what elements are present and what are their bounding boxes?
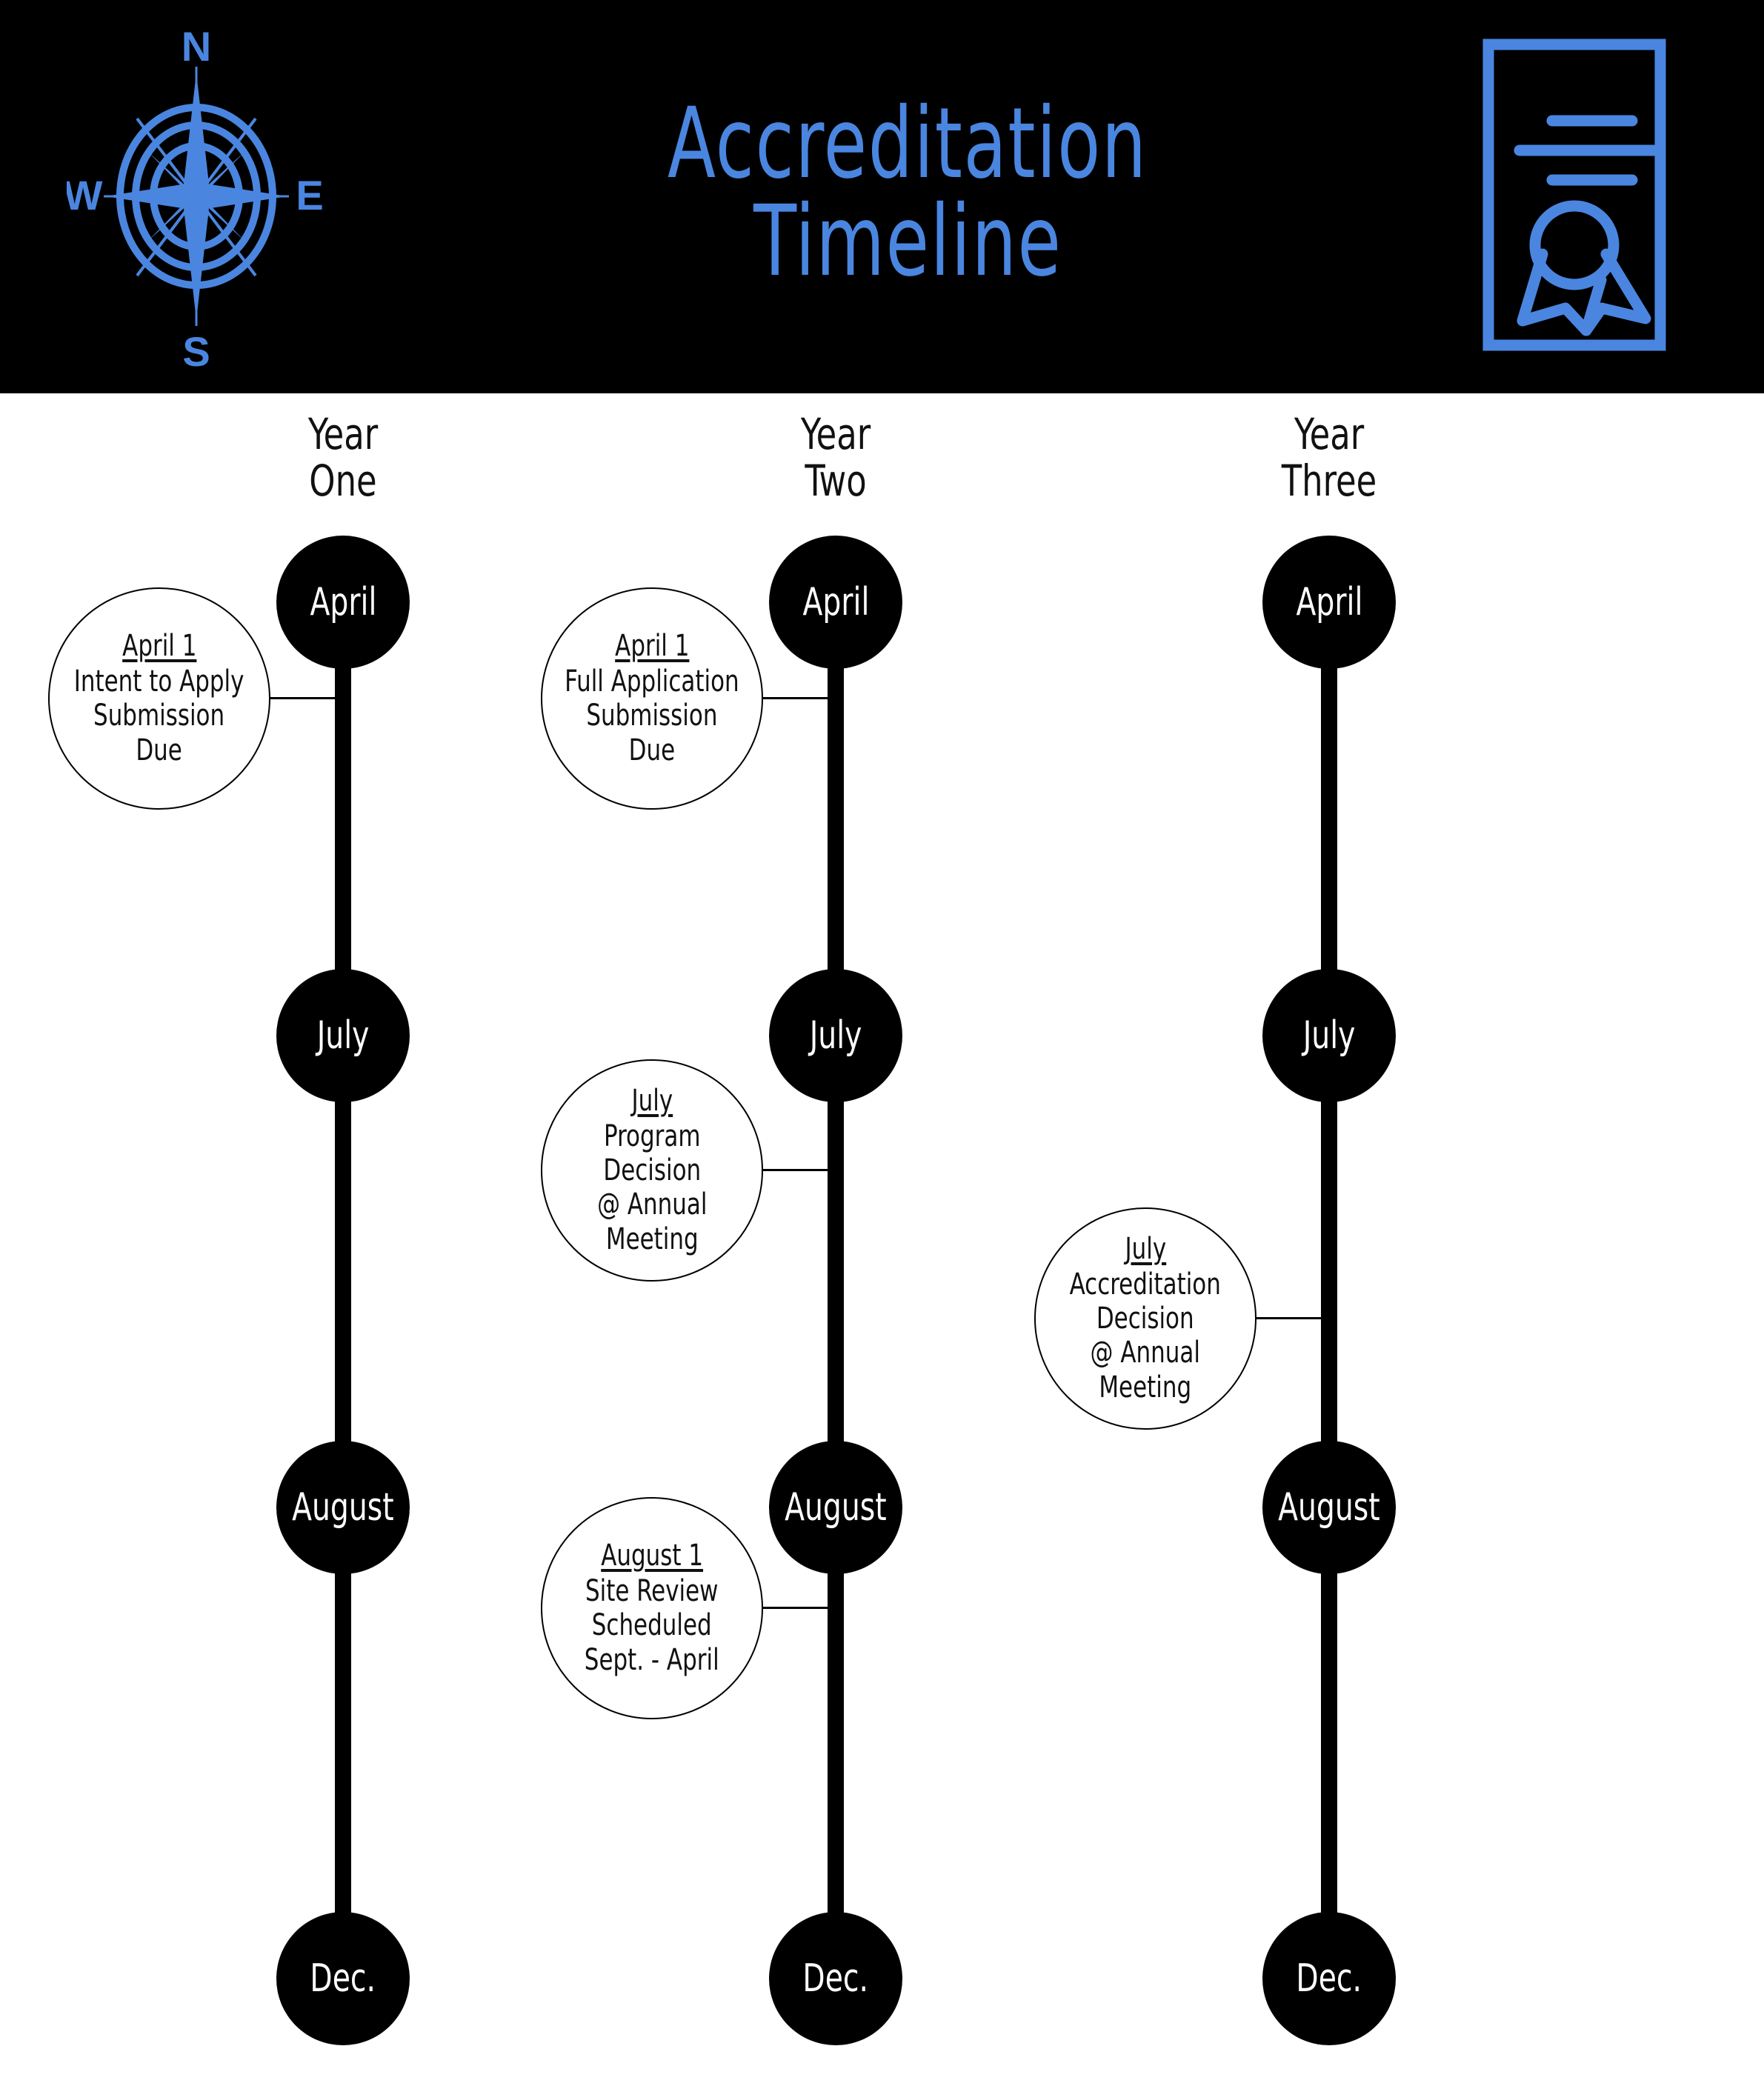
- callout-heading: April 1: [122, 629, 197, 664]
- node-dec[interactable]: Dec.: [276, 1912, 410, 2045]
- callout-body: Full Application Submission Due: [565, 664, 739, 767]
- callout-body: Site Review Scheduled Sept. - April: [585, 1573, 719, 1677]
- node-april[interactable]: April: [1262, 536, 1396, 669]
- title-line-1: Accreditation: [668, 87, 1148, 201]
- node-label: Dec.: [802, 1956, 869, 2001]
- year-header-three: Year Three: [1281, 409, 1377, 506]
- node-april[interactable]: April: [276, 536, 410, 669]
- node-july[interactable]: July: [769, 969, 902, 1102]
- callout-body: Accreditation Decision @ Annual Meeting: [1069, 1267, 1222, 1404]
- year-header-one: Year One: [307, 409, 379, 506]
- node-july[interactable]: July: [276, 969, 410, 1102]
- callout-heading: July: [1125, 1231, 1166, 1266]
- node-august[interactable]: August: [276, 1441, 410, 1574]
- callout-august-site-review[interactable]: August 1 Site Review Scheduled Sept. - A…: [541, 1497, 763, 1719]
- node-label: July: [809, 1013, 862, 1058]
- node-label: Dec.: [310, 1956, 376, 2001]
- timeline-spine: [1321, 602, 1337, 1979]
- timeline-body: Year One April July August Dec. April 1 …: [0, 393, 1764, 2086]
- callout-heading: August 1: [601, 1539, 703, 1573]
- callout-heading: July: [631, 1083, 673, 1118]
- callout-heading: April 1: [614, 629, 690, 664]
- node-dec[interactable]: Dec.: [1262, 1912, 1396, 2045]
- callout-april-intent[interactable]: April 1 Intent to Apply Submission Due: [48, 587, 270, 810]
- node-july[interactable]: July: [1262, 969, 1396, 1102]
- node-dec[interactable]: Dec.: [769, 1912, 902, 2045]
- node-label: Dec.: [1296, 1956, 1362, 2001]
- node-august[interactable]: August: [1262, 1441, 1396, 1574]
- node-label: August: [785, 1485, 887, 1530]
- compass-rose-icon: N S W E: [67, 15, 326, 378]
- svg-text:E: E: [296, 172, 323, 219]
- node-april[interactable]: April: [769, 536, 902, 669]
- year-header-two: Year Two: [800, 409, 871, 506]
- certificate-award-icon: [1456, 36, 1693, 354]
- timeline-spine: [828, 602, 844, 1979]
- callout-body: Program Decision @ Annual Meeting: [596, 1119, 708, 1256]
- callout-july-program-decision[interactable]: July Program Decision @ Annual Meeting: [541, 1059, 763, 1282]
- callout-july-accreditation-decision[interactable]: July Accreditation Decision @ Annual Mee…: [1034, 1207, 1257, 1430]
- header-band: N S W E: [0, 0, 1764, 393]
- title-line-2: Timeline: [753, 184, 1062, 299]
- callout-body: Intent to Apply Submission Due: [74, 664, 244, 767]
- svg-text:W: W: [67, 172, 103, 219]
- svg-text:S: S: [182, 328, 210, 375]
- callout-april-full-application[interactable]: April 1 Full Application Submission Due: [541, 587, 763, 810]
- node-label: August: [292, 1485, 394, 1530]
- svg-text:N: N: [182, 23, 211, 70]
- node-label: July: [316, 1013, 370, 1058]
- node-label: April: [802, 580, 869, 624]
- node-label: April: [310, 580, 376, 624]
- timeline-spine: [335, 602, 351, 1979]
- node-label: July: [1302, 1013, 1356, 1058]
- node-label: April: [1296, 580, 1362, 624]
- node-august[interactable]: August: [769, 1441, 902, 1574]
- page-title: Accreditation Timeline: [445, 22, 1371, 363]
- node-label: August: [1278, 1485, 1380, 1530]
